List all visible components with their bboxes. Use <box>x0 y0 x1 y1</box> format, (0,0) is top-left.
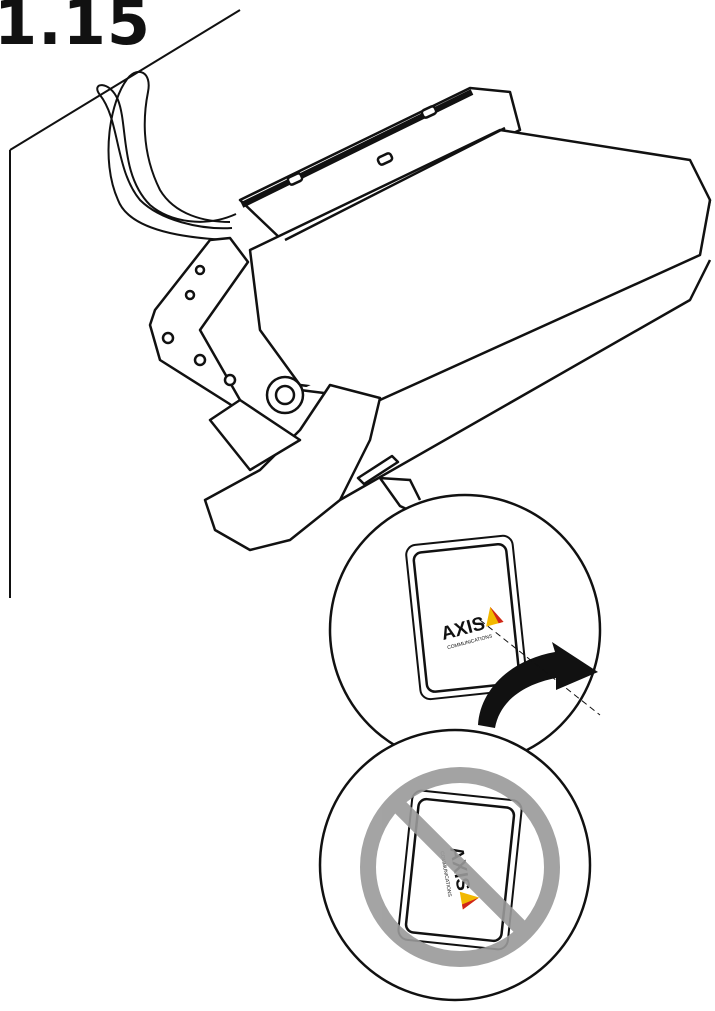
prohibition-icon <box>360 767 560 967</box>
logo-badge: AXIS COMMUNICATIONS <box>405 534 528 701</box>
bracket-hole <box>193 353 207 367</box>
step-number: 1.15 <box>0 0 151 59</box>
bracket-hole <box>184 289 196 301</box>
camera-housing <box>148 86 712 552</box>
wall-outline <box>9 9 241 598</box>
bracket-hole <box>223 373 237 387</box>
cable <box>96 70 237 241</box>
detail-circle-prohibited: AXIS COMMUNICATIONS <box>318 728 592 1002</box>
bracket-hole <box>194 264 206 276</box>
rotate-arrow-icon <box>478 642 598 728</box>
detail-circle-correct: AXIS COMMUNICATIONS <box>328 493 602 767</box>
bracket-hole <box>161 331 175 345</box>
